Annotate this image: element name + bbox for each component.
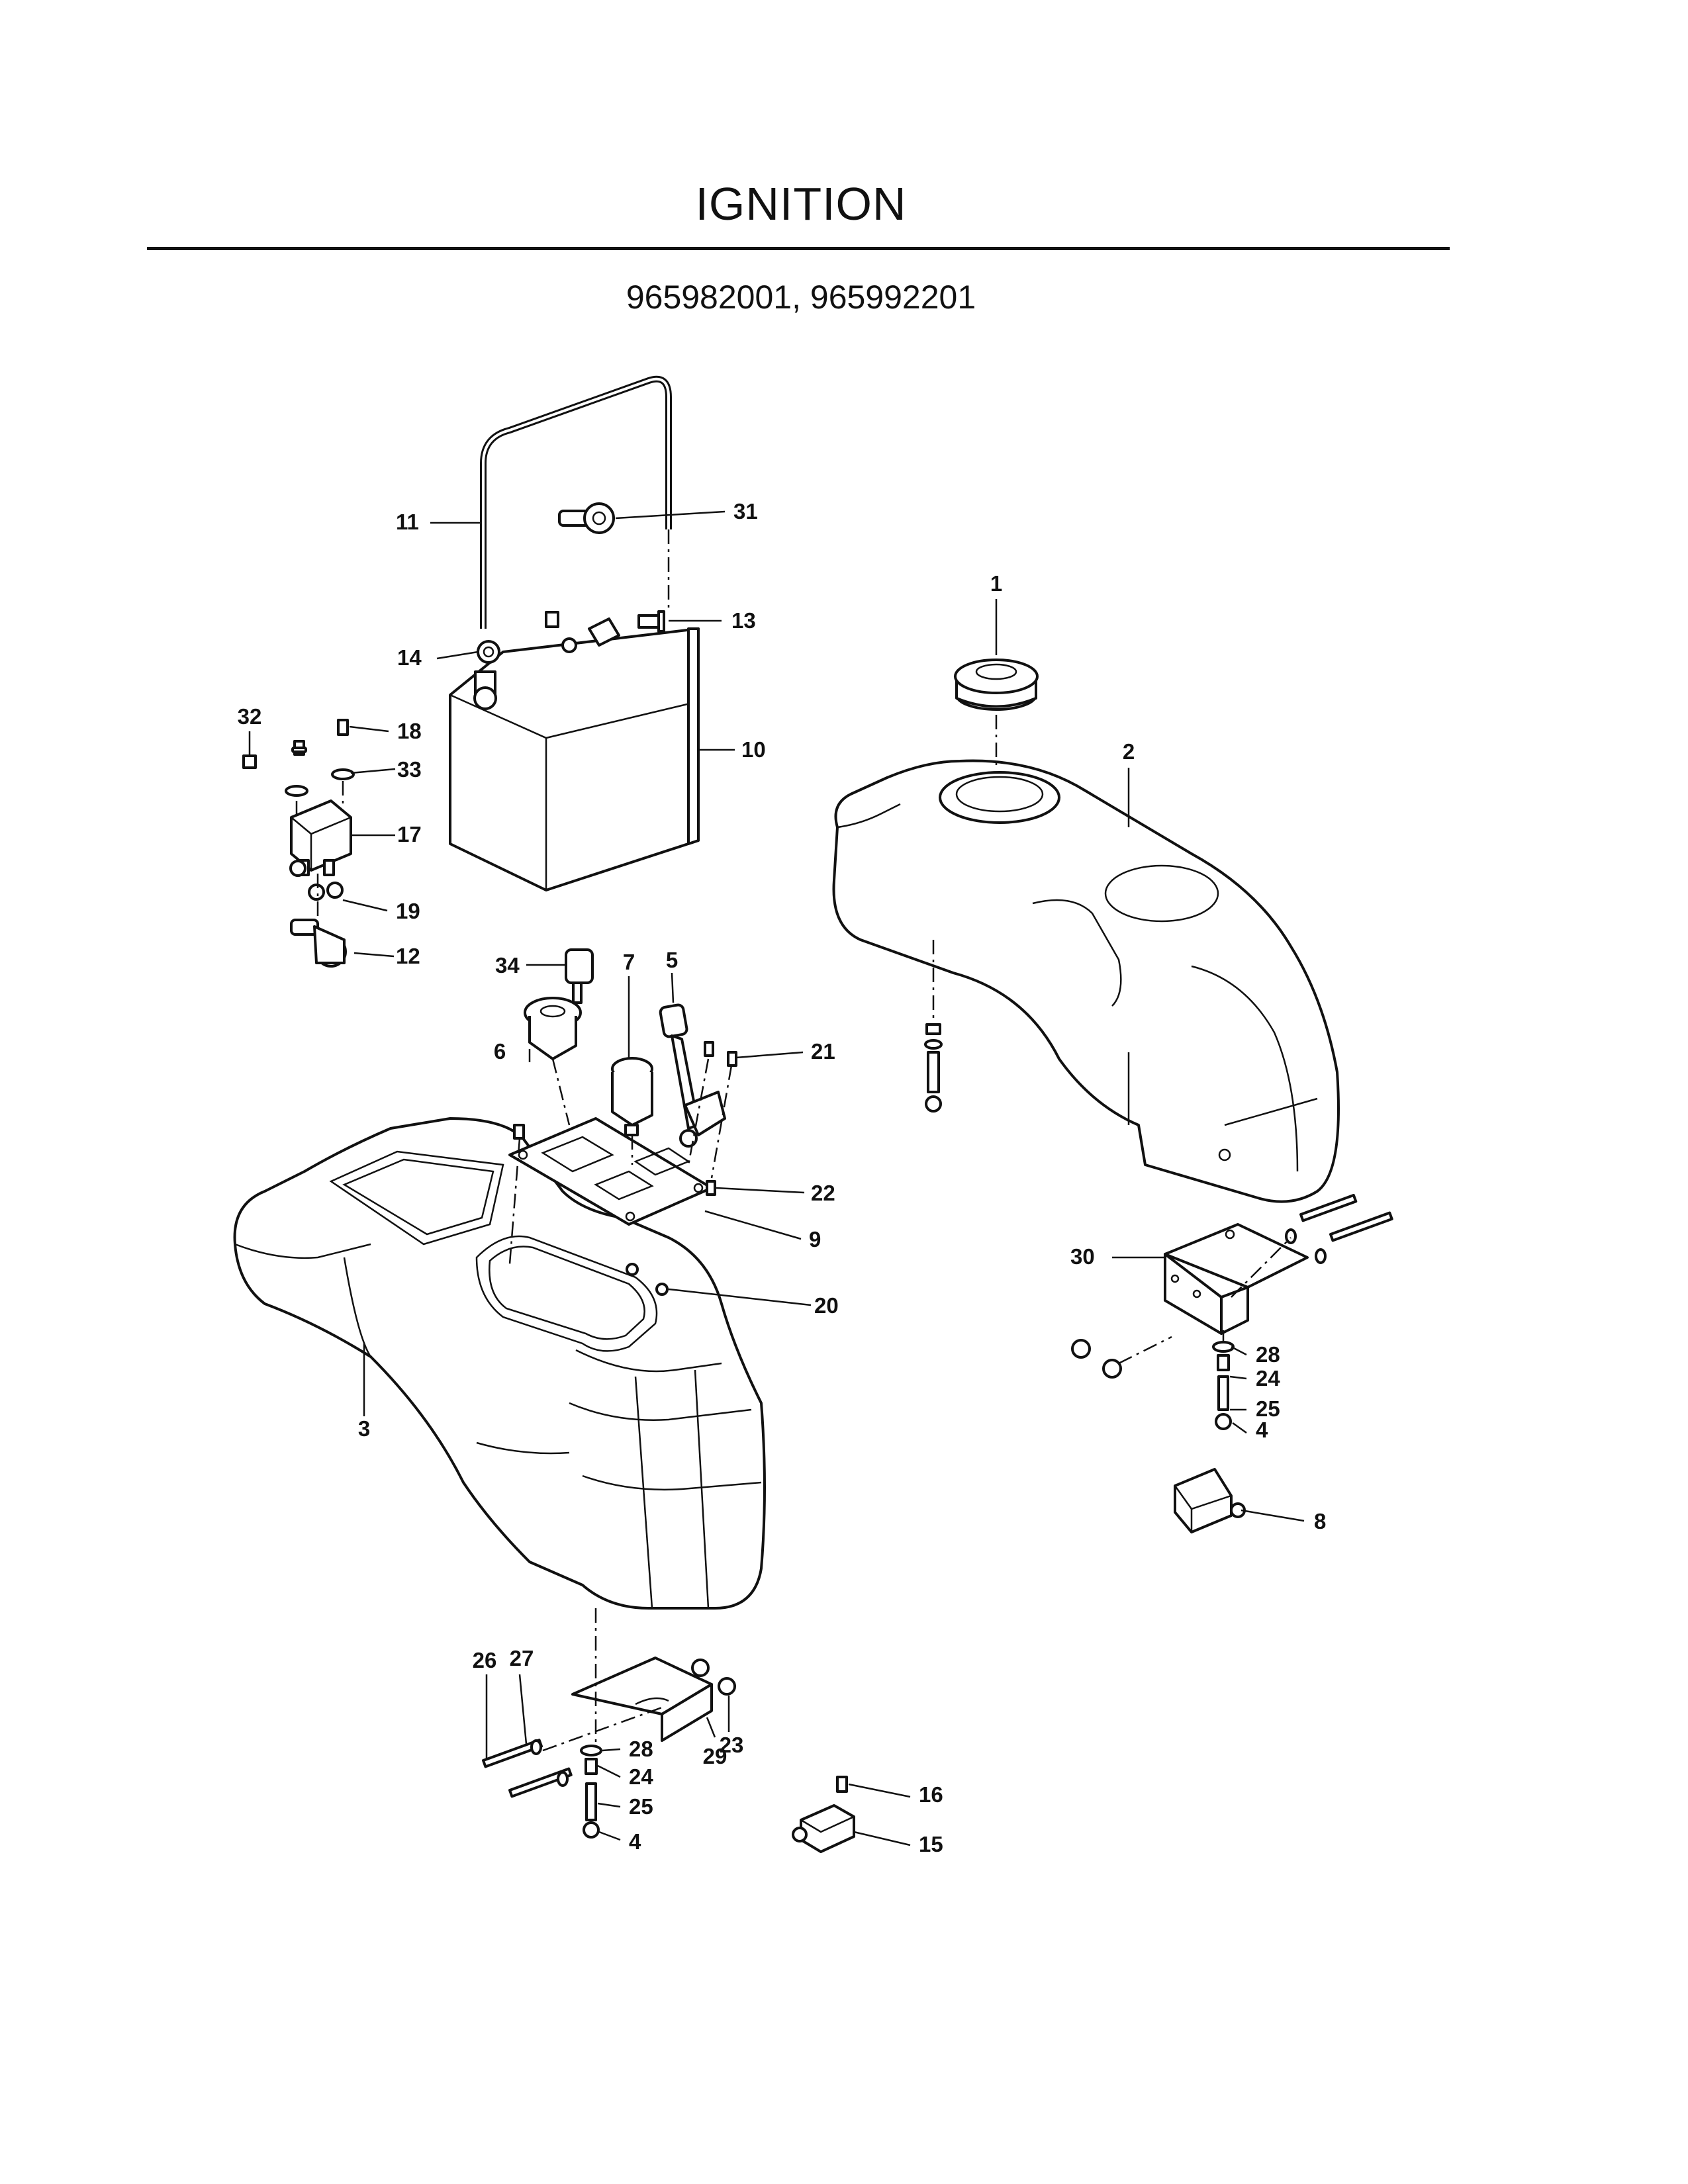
solenoid-part[interactable] <box>289 799 352 877</box>
title-rule <box>147 247 1450 250</box>
callout-29: 29 <box>703 1744 727 1768</box>
throttle-control-part[interactable] <box>659 1003 726 1148</box>
battery-cable-part[interactable] <box>480 375 672 629</box>
callout-12: 12 <box>396 944 420 968</box>
callout-16: 16 <box>919 1782 943 1807</box>
bolt-part-13[interactable] <box>545 610 665 633</box>
callout-4-bottom: 4 <box>629 1829 641 1854</box>
bracket-part-30[interactable] <box>1164 1223 1309 1335</box>
callout-4-right: 4 <box>1256 1418 1268 1442</box>
callout-2: 2 <box>1123 739 1135 764</box>
callout-26: 26 <box>473 1648 497 1672</box>
callout-5: 5 <box>666 948 678 972</box>
callout-24-right: 24 <box>1256 1366 1280 1390</box>
page-title: IGNITION <box>695 178 907 230</box>
callout-9: 9 <box>809 1227 821 1251</box>
callout-28-bottom: 28 <box>629 1737 653 1761</box>
callout-27: 27 <box>510 1646 534 1670</box>
callout-25-right: 25 <box>1256 1396 1280 1421</box>
callout-leader-lines <box>248 510 1305 1846</box>
callout-28-right: 28 <box>1256 1342 1280 1367</box>
screw-part-21[interactable] <box>704 1041 737 1067</box>
seat-switch-part[interactable] <box>1174 1468 1246 1533</box>
battery-part[interactable] <box>449 617 700 891</box>
console-fender-part[interactable] <box>233 1117 766 1610</box>
mount-hardware-right[interactable] <box>1212 1341 1235 1430</box>
callout-6: 6 <box>494 1039 506 1064</box>
nut-part-19[interactable] <box>308 882 344 901</box>
callout-11: 11 <box>396 510 419 534</box>
cable-clamp-part-12[interactable] <box>290 919 347 968</box>
callout-32: 32 <box>238 704 262 729</box>
bracket-screws-right[interactable] <box>1285 1193 1393 1264</box>
bracket-part-29[interactable] <box>571 1657 736 1742</box>
callout-23: 23 <box>720 1733 744 1757</box>
callout-14: 14 <box>397 645 422 670</box>
mount-hardware-bottom[interactable] <box>580 1745 602 1839</box>
screw-part-18[interactable] <box>285 719 355 797</box>
callout-25-bottom: 25 <box>629 1794 653 1819</box>
nut-part-32[interactable] <box>242 754 257 769</box>
callout-30: 30 <box>1070 1244 1095 1269</box>
callout-1: 1 <box>990 571 1002 596</box>
nut-part-20[interactable] <box>626 1263 669 1296</box>
callout-22: 22 <box>811 1181 835 1205</box>
tank-mount-hardware-top[interactable] <box>924 1023 943 1113</box>
callout-10: 10 <box>741 737 766 762</box>
callout-34: 34 <box>495 953 520 978</box>
assembly-centerlines <box>295 529 1291 1752</box>
fuel-tank-part[interactable] <box>832 759 1340 1203</box>
callout-7: 7 <box>623 950 635 974</box>
cable-clamp-part[interactable] <box>558 502 615 534</box>
pto-switch-part[interactable] <box>611 1057 653 1136</box>
callout-8: 8 <box>1314 1509 1326 1533</box>
screw-part-16[interactable] <box>836 1776 848 1793</box>
callout-18: 18 <box>397 719 422 743</box>
callout-3: 3 <box>358 1416 370 1441</box>
model-numbers: 965982001, 965992201 <box>626 279 976 316</box>
nut-part-14[interactable] <box>477 640 500 664</box>
bracket-screws-bottom[interactable] <box>482 1739 573 1798</box>
key-part[interactable] <box>565 948 594 1004</box>
bracket-nuts-right[interactable] <box>1071 1339 1122 1379</box>
callout-labels: 1 2 3 4 4 5 6 7 8 9 10 11 12 13 14 15 16… <box>238 499 1327 1856</box>
callout-15: 15 <box>919 1832 943 1856</box>
callout-17: 17 <box>397 822 422 846</box>
interlock-switch-part[interactable] <box>792 1804 855 1853</box>
callout-33: 33 <box>397 757 422 782</box>
ignition-switch-part[interactable] <box>524 997 582 1060</box>
fuel-cap-part[interactable] <box>954 659 1039 711</box>
callout-13: 13 <box>731 608 756 633</box>
callout-24-bottom: 24 <box>629 1764 653 1789</box>
callout-31: 31 <box>733 499 758 523</box>
callout-21: 21 <box>811 1039 835 1064</box>
callout-20: 20 <box>814 1293 839 1318</box>
callout-19: 19 <box>396 899 420 923</box>
